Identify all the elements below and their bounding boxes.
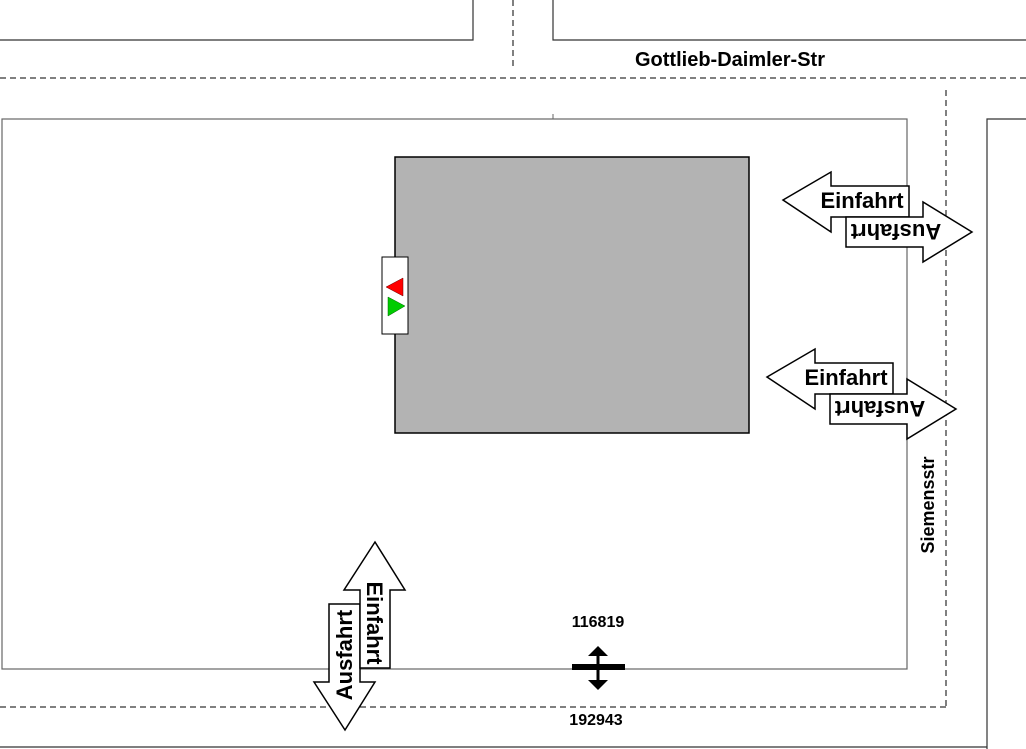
exit-label: Ausfahrt xyxy=(850,219,941,244)
arrow-pair-south: Ausfahrt Einfahrt xyxy=(312,540,407,732)
coordinate-upper: 116819 xyxy=(572,614,625,631)
coordinate-lower: 192943 xyxy=(569,712,622,729)
exit-arrow-icon xyxy=(829,377,958,441)
signal-red-triangle-icon xyxy=(385,277,404,297)
building[interactable] xyxy=(394,156,750,434)
coordinate-marker xyxy=(572,646,625,690)
street-label-north: Gottlieb-Daimler-Str xyxy=(635,49,825,71)
street-centerlines xyxy=(0,0,1026,708)
exit-label: Ausfahrt xyxy=(332,609,357,700)
entry-label: Einfahrt xyxy=(804,365,888,390)
entry-label: Einfahrt xyxy=(820,188,904,213)
exit-arrow-icon xyxy=(845,200,974,264)
street-label-east: Siemensstr xyxy=(918,456,938,553)
signal-green-triangle-icon xyxy=(387,296,406,317)
arrow-down-icon xyxy=(588,680,608,690)
arrow-pair-east-upper: Einfahrt Ausfahrt xyxy=(781,170,974,264)
entry-label: Einfahrt xyxy=(362,581,387,665)
arrow-up-icon xyxy=(588,646,608,656)
exit-label: Ausfahrt xyxy=(834,396,925,421)
entry-arrow-icon xyxy=(342,540,407,669)
arrow-pair-east-lower: Einfahrt Ausfahrt xyxy=(765,347,958,441)
traffic-signal xyxy=(381,256,409,335)
